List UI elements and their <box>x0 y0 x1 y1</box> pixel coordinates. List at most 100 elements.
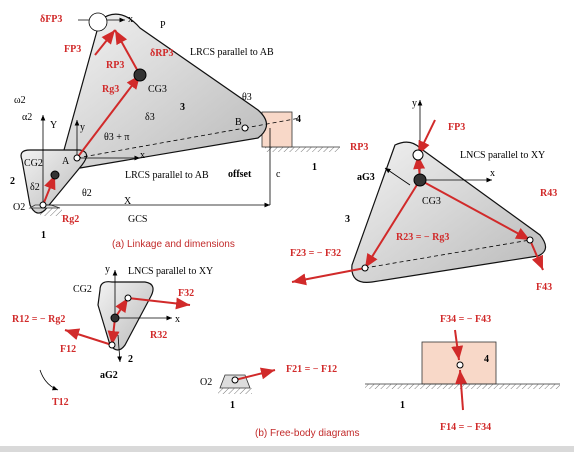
cg2-symbol <box>50 170 60 180</box>
fbd3-label-RP3: RP3 <box>350 142 368 153</box>
label-link-2: 2 <box>10 176 15 187</box>
label-offset: offset <box>228 169 252 180</box>
caption-b: (b) Free-body diagrams <box>255 428 359 439</box>
fbd3-label-cg3: CG3 <box>422 196 441 207</box>
label-local-x: x <box>140 150 145 161</box>
label-global-X: X <box>124 196 132 207</box>
fbd2-joint-O2 <box>108 341 116 349</box>
vector-FP3 <box>94 29 116 56</box>
fbd2-label-T12: T12 <box>52 397 69 408</box>
label-point-P: P <box>160 20 166 31</box>
fbd3-label-y: y <box>412 98 417 109</box>
fbd3-cg3-symbol <box>413 173 427 187</box>
fbd-link-4: F34 = − F43 4 1 F14 = − F34 <box>365 314 560 433</box>
line-AB <box>76 127 246 159</box>
vector-Rg2 <box>42 174 56 206</box>
label-c: c <box>276 169 281 180</box>
fbd2-label-F12: F12 <box>60 344 76 355</box>
fbd2-label-link2: 2 <box>128 354 133 365</box>
fbd-ground-label-1: 1 <box>230 400 235 411</box>
fbd3-vector-FP3 <box>417 119 436 156</box>
fbd2-vector-F12 <box>64 328 113 346</box>
label-cg2: CG2 <box>24 158 43 169</box>
force-point-P-marker <box>88 12 108 32</box>
fbd4-vector-F34 <box>451 329 464 361</box>
label-F-P3: FP3 <box>64 44 81 55</box>
ground-pivot-hatch <box>40 208 62 216</box>
fbd3-label-F43: F43 <box>536 282 552 293</box>
fbd3-label-R23: R23 = − Rg3 <box>396 232 449 243</box>
fbd2-label-y: y <box>105 264 110 275</box>
fbd3-label-R43: R43 <box>540 188 557 199</box>
label-theta2: θ2 <box>82 188 92 199</box>
label-R-g2: Rg2 <box>62 214 79 225</box>
fbd2-label-aG2: aG2 <box>100 370 118 381</box>
fbd2-cg2-symbol <box>110 313 120 323</box>
label-link-1: 1 <box>41 230 46 241</box>
label-omega2: ω2 <box>14 95 26 106</box>
fbd3-vector-F43 <box>529 239 544 271</box>
fbd-ground-joint-O2 <box>231 376 239 384</box>
fbd4-label-F14: F14 = − F34 <box>440 422 491 433</box>
fbd3-label-aG3: aG3 <box>357 172 375 183</box>
fbd-link-2-body <box>97 281 154 351</box>
fbd3-label-F23: F23 = − F32 <box>290 248 341 259</box>
joint-O2 <box>39 201 47 209</box>
label-delta3: δ3 <box>145 112 155 123</box>
fbd-link-2: y LNCS parallel to XY CG2 F32 R12 = − Rg… <box>12 264 213 408</box>
fbd2-label-R32: R32 <box>150 330 167 341</box>
line-AB-extension <box>244 117 301 129</box>
label-joint-A: A <box>62 156 70 167</box>
fbd2-joint-A <box>124 294 132 302</box>
slider-block-4 <box>261 111 293 148</box>
label-link-1-right: 1 <box>312 162 317 173</box>
fbd2-label-lncs: LNCS parallel to XY <box>128 266 213 277</box>
fbd2-label-x: x <box>175 314 180 325</box>
fbd4-ground-hatch <box>365 384 560 389</box>
fbd2-label-cg2: CG2 <box>73 284 92 295</box>
fbd3-vector-R23 <box>364 179 421 269</box>
label-R-P3: RP3 <box>106 60 124 71</box>
caption-a: (a) Linkage and dimensions <box>112 239 235 250</box>
bottom-border-bar <box>0 446 574 452</box>
label-lrcs-top: LRCS parallel to AB <box>190 47 274 58</box>
fbd2-torque-arrow <box>39 369 59 391</box>
joint-B <box>241 124 249 132</box>
fbd3-joint-B <box>526 236 534 244</box>
label-O2: O2 <box>13 202 25 213</box>
cg3-symbol <box>133 68 147 82</box>
fbd3-label-lncs: LNCS parallel to XY <box>460 150 545 161</box>
joint-A <box>73 154 81 162</box>
vector-RP3 <box>114 29 141 76</box>
label-cg3: CG3 <box>148 84 167 95</box>
fbd-ground-label-F21: F21 = − F12 <box>286 364 337 375</box>
label-theta3: θ3 <box>242 92 252 103</box>
label-joint-B: B <box>235 117 242 128</box>
label-local-y: y <box>80 122 85 133</box>
label-global-Y: Y <box>50 120 57 131</box>
fbd2-aG2-arrow <box>117 334 122 363</box>
fbd3-vector-F23 <box>291 267 366 286</box>
label-GCS: GCS <box>128 214 147 225</box>
fbd3-joint-A <box>361 264 369 272</box>
fbd-ground: O2 F21 = − F12 1 <box>200 364 337 411</box>
fbd2-vector-R12 <box>107 317 120 346</box>
fbd3-label-FP3: FP3 <box>448 122 465 133</box>
label-link-4: 4 <box>296 114 301 125</box>
label-theta3-pi: θ3 + π <box>104 132 129 143</box>
fbd-ground-label-O2: O2 <box>200 377 212 388</box>
fbd3-label-link3: 3 <box>345 214 350 225</box>
label-link-3: 3 <box>180 102 185 113</box>
label-delta2: δ2 <box>30 182 40 193</box>
ground-slider-hatch <box>265 147 340 152</box>
fbd3-aG3-arrow <box>384 167 411 186</box>
fbd3-point-P <box>412 149 424 161</box>
vector-Rg3 <box>76 74 141 159</box>
label-delta-rp3: δRP3 <box>150 48 174 59</box>
label-delta-fp3: δFP3 <box>40 14 62 25</box>
label-alpha2: α2 <box>22 112 32 123</box>
fbd4-label-link4: 4 <box>484 354 489 365</box>
fbd-ground-hatch <box>218 388 252 394</box>
